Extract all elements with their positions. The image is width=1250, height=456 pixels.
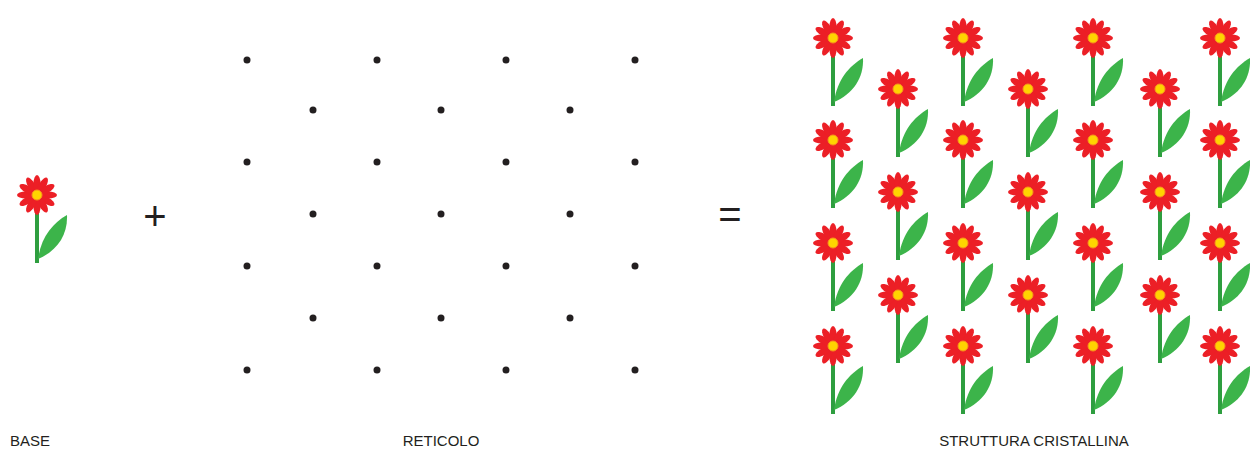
lattice-point	[438, 107, 445, 114]
lattice-point	[503, 57, 510, 64]
lattice-point	[632, 367, 639, 374]
crystal-flower	[1140, 69, 1190, 157]
crystal-flower	[1200, 223, 1250, 311]
lattice-point	[503, 263, 510, 270]
lattice-point	[567, 315, 574, 322]
lattice-point	[310, 211, 317, 218]
crystal-flower	[943, 18, 993, 106]
lattice-point	[244, 263, 251, 270]
lattice-point	[374, 263, 381, 270]
operator-symbol: =	[718, 192, 741, 236]
crystal-flower	[943, 120, 993, 208]
lattice-point	[438, 211, 445, 218]
lattice-point	[244, 367, 251, 374]
lattice-point	[567, 211, 574, 218]
crystal-flower	[878, 172, 928, 260]
lattice-point	[438, 315, 445, 322]
lattice-point	[632, 159, 639, 166]
lattice-point	[503, 367, 510, 374]
crystal-structure	[813, 18, 1250, 414]
lattice	[244, 57, 639, 374]
caption-label: STRUTTURA CRISTALLINA	[939, 433, 1129, 450]
crystal-flower	[1008, 69, 1058, 157]
crystal-flower	[813, 120, 863, 208]
crystal-flower	[1008, 172, 1058, 260]
crystal-flower	[1200, 120, 1250, 208]
crystal-flower	[1073, 18, 1123, 106]
lattice-point	[310, 107, 317, 114]
crystal-flower	[1073, 326, 1123, 414]
crystal-flower	[943, 223, 993, 311]
lattice-point	[374, 367, 381, 374]
crystal-flower	[813, 326, 863, 414]
crystal-flower	[878, 275, 928, 363]
crystal-flower	[1200, 326, 1250, 414]
lattice-point	[632, 263, 639, 270]
crystal-flower	[1140, 172, 1190, 260]
crystal-flower	[1073, 223, 1123, 311]
crystal-flower	[943, 326, 993, 414]
crystal-flower	[1008, 275, 1058, 363]
crystal-flower	[813, 223, 863, 311]
caption-label: BASE	[10, 433, 50, 450]
crystal-flower	[1073, 120, 1123, 208]
crystal-flower	[1200, 18, 1250, 106]
lattice-point	[310, 315, 317, 322]
crystal-flower	[1140, 275, 1190, 363]
crystal-flower	[813, 18, 863, 106]
lattice-point	[374, 159, 381, 166]
caption-label: RETICOLO	[403, 433, 480, 450]
lattice-point	[503, 159, 510, 166]
lattice-point	[374, 57, 381, 64]
lattice-point	[632, 57, 639, 64]
lattice-point	[244, 57, 251, 64]
lattice-point	[244, 159, 251, 166]
operator-symbol: +	[143, 194, 166, 238]
lattice-point	[567, 107, 574, 114]
crystal-flower	[878, 69, 928, 157]
base-flower	[17, 175, 67, 263]
